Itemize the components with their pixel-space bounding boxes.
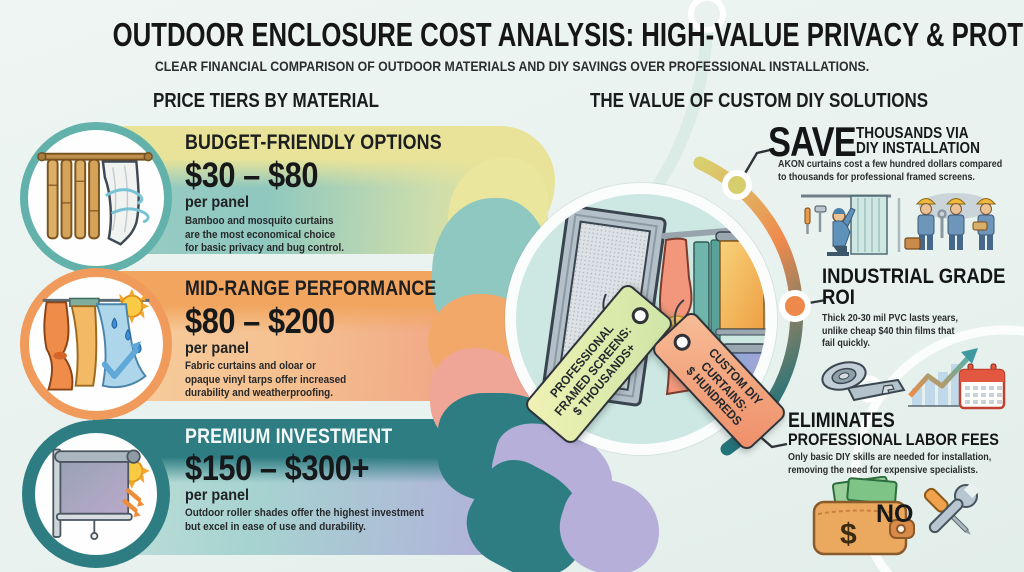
wallet-icon: $ xyxy=(812,476,915,556)
roi-description: Thick 20-30 mil PVC lasts years, unlike … xyxy=(822,312,958,349)
professional-crew-icon xyxy=(904,193,997,250)
labor-title: ELIMINATES PROFESSIONAL LABOR FEES xyxy=(788,409,999,449)
tier-name-midrange: MID-RANGE PERFORMANCE xyxy=(185,277,437,300)
page-subtitle: CLEAR FINANCIAL COMPARISON OF OUTDOOR MA… xyxy=(154,58,870,74)
price-tiers-heading: PRICE TIERS BY MATERIAL xyxy=(153,90,380,112)
curtain-rods xyxy=(661,223,766,239)
roi-title: INDUSTRIAL GRADE ROI xyxy=(822,265,1006,309)
pvc-roll-icon xyxy=(821,361,906,402)
wrench-icon xyxy=(928,482,980,534)
tier-unit-premium: per panel xyxy=(185,487,250,504)
tier-name-premium: PREMIUM INVESTMENT xyxy=(185,425,393,448)
save-description: AKON curtains cost a few hundred dollars… xyxy=(778,158,1003,183)
calendar-icon xyxy=(958,363,1006,410)
no-label: NO xyxy=(876,500,914,528)
tier-price-budget: $30 – $80 xyxy=(185,156,319,195)
diy-vs-crew-icons xyxy=(801,193,997,256)
save-title-rest: THOUSANDS VIA DIY INSTALLATION xyxy=(856,125,980,157)
tier-price-premium: $150 – $300+ xyxy=(185,449,369,488)
orange-curtain xyxy=(43,301,74,391)
tier-desc-budget: Bamboo and mosquito curtains are the mos… xyxy=(185,215,344,254)
tier-desc-midrange: Fabric curtains and oloar or opaque viny… xyxy=(185,360,347,399)
yellow-roller-shade xyxy=(715,231,766,336)
tag-hole xyxy=(670,330,695,355)
tier-unit-midrange: per panel xyxy=(185,340,250,357)
outdoor-roller-shade-icon xyxy=(52,448,150,541)
crossed-tools-icon xyxy=(923,482,980,535)
tier-price-midrange: $80 – $200 xyxy=(185,302,335,341)
roi-icons xyxy=(821,348,1006,410)
tier-name-budget: BUDGET-FRIENDLY OPTIONS xyxy=(185,131,442,154)
midrange-tier-icon-circle xyxy=(20,268,172,420)
diy-installer-icon xyxy=(801,194,891,256)
marker-dot-roi xyxy=(779,290,811,322)
tier-unit-budget: per panel xyxy=(185,194,250,211)
page-title: OUTDOOR ENCLOSURE COST ANALYSIS: HIGH-VA… xyxy=(112,16,1024,53)
marker-dot-save xyxy=(722,170,752,200)
tag-hole xyxy=(628,303,653,328)
fabric-curtains-sun-rain-icon xyxy=(42,288,150,391)
tier-desc-premium: Outdoor roller shades offer the highest … xyxy=(185,507,424,533)
growth-chart-icon xyxy=(908,348,978,407)
yellow-curtain xyxy=(70,305,98,387)
budget-tier-icon-circle xyxy=(20,122,172,274)
labor-description: Only basic DIY skills are needed for ins… xyxy=(788,451,992,476)
diy-value-heading: THE VALUE OF CUSTOM DIY SOLUTIONS xyxy=(590,90,929,112)
bamboo-and-mosquito-curtain-icon xyxy=(37,151,153,246)
connector-line-save xyxy=(742,148,771,176)
premium-tier-icon-circle xyxy=(22,420,170,568)
dollar-sign: $ xyxy=(840,518,857,551)
decorative-circle-top xyxy=(688,0,726,33)
save-emphasis: SAVE xyxy=(768,118,857,165)
connector-line-roi xyxy=(808,298,827,305)
soft-top-arc xyxy=(649,29,713,194)
